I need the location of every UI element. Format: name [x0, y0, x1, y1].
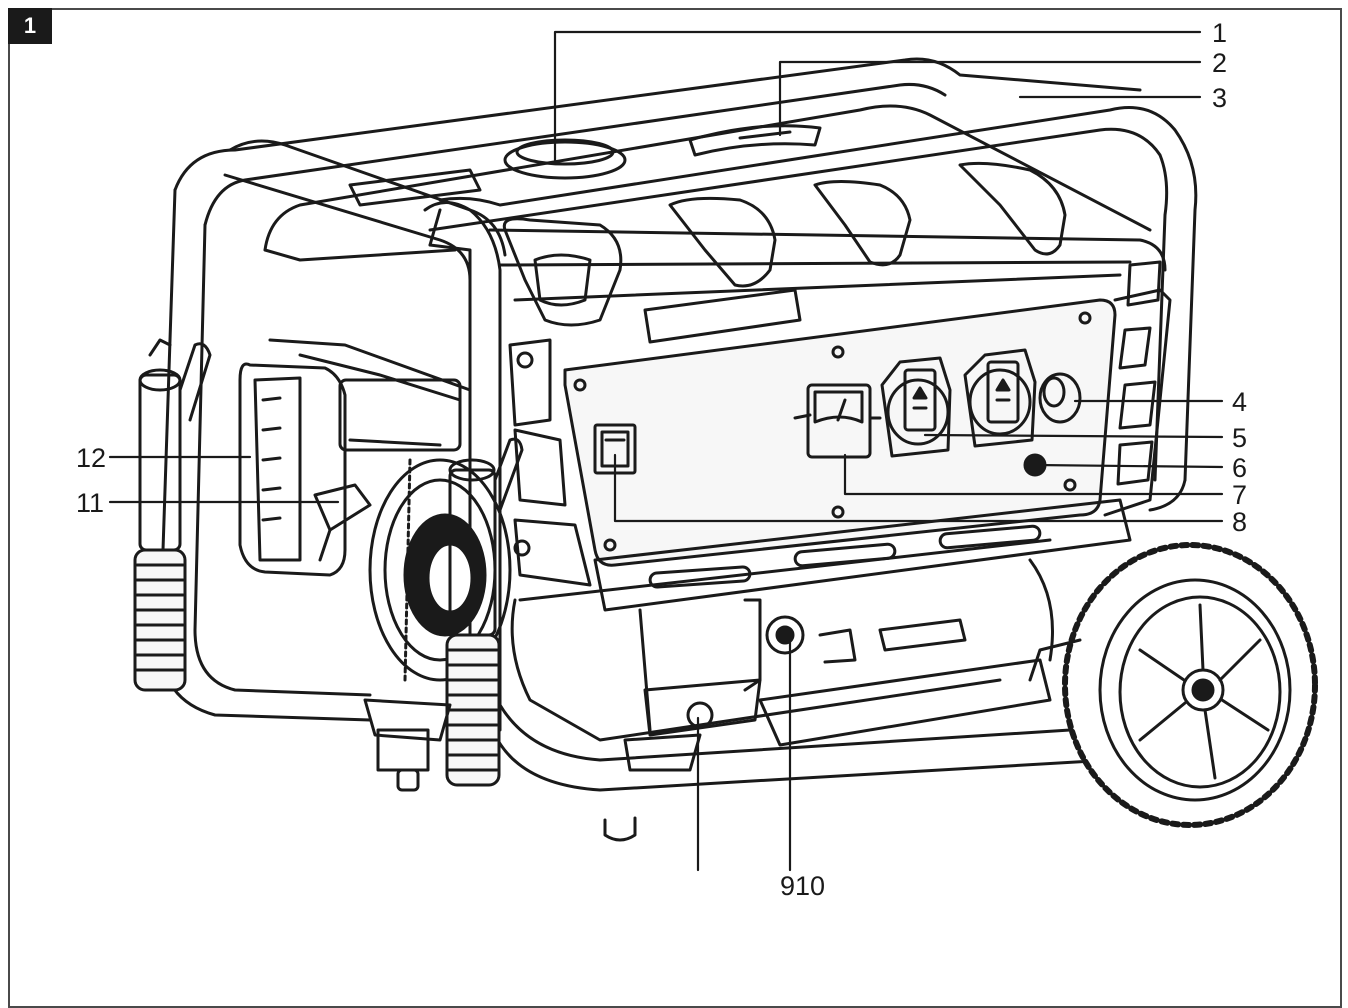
front-handle [445, 437, 524, 787]
rubber-foot [363, 698, 452, 792]
control-panel [563, 298, 1117, 567]
rear-handle-grip [133, 548, 187, 692]
overload-protector [1038, 372, 1082, 424]
fuel-gauge [688, 124, 822, 157]
front-top-tube [223, 106, 1198, 512]
socket-230v-right [963, 348, 1037, 448]
leader-5 [923, 433, 1224, 439]
engine-block [268, 338, 472, 472]
leader-8 [613, 453, 1224, 523]
callout-1: 1 [1212, 18, 1227, 48]
callout-6: 6 [1232, 453, 1247, 483]
oil-drain [623, 678, 762, 772]
fuel-cap [503, 140, 627, 180]
callout-5: 5 [1232, 423, 1247, 453]
callout-11: 11 [76, 488, 104, 518]
wheel [1028, 542, 1318, 828]
air-filter [238, 362, 347, 577]
leader-1 [553, 30, 1202, 162]
leader-7 [843, 453, 1224, 496]
rear-handle [133, 338, 212, 692]
fuel-valve [743, 598, 857, 692]
callout-3: 3 [1212, 83, 1227, 113]
choke-lever [313, 483, 372, 562]
callout-8: 8 [1232, 507, 1247, 537]
callout-7: 7 [1232, 480, 1247, 510]
callout-12: 12 [76, 443, 106, 473]
fuel-tank [263, 104, 1152, 262]
leader-lines [108, 30, 1224, 872]
leader-6 [1033, 463, 1224, 469]
callout-910: 910 [780, 871, 825, 901]
label-plate [643, 288, 802, 344]
panel-left-bracket [508, 338, 592, 587]
front-bottom-tube [493, 703, 1112, 842]
callout-4: 4 [1232, 387, 1247, 417]
recoil-starter [368, 458, 512, 682]
voltmeter [793, 383, 882, 459]
figure-number-badge: 1 [8, 8, 52, 44]
leader-2 [778, 60, 1202, 137]
side-bracket [1103, 260, 1172, 517]
front-handle-grip [445, 633, 501, 787]
callout-2: 2 [1212, 48, 1227, 78]
socket-230v-left [880, 356, 952, 458]
top-housing [488, 161, 1167, 344]
